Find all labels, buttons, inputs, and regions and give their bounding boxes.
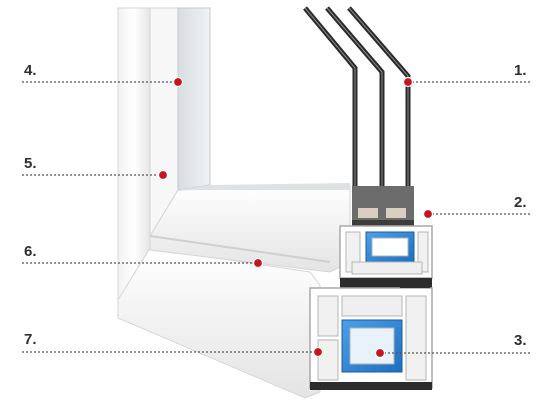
callout-label-2: 2.: [514, 194, 527, 211]
triple-glass-panes: [303, 6, 411, 205]
callout-label-7: 7.: [24, 331, 37, 348]
glass-spacer: [352, 186, 414, 226]
callout-label-5: 5.: [24, 155, 37, 172]
glazing: [177, 7, 350, 191]
marker-2: [422, 208, 434, 220]
marker-5: [157, 169, 169, 181]
callout-label-4: 4.: [24, 62, 37, 79]
marker-1: [402, 76, 414, 88]
marker-4: [172, 76, 184, 88]
marker-3: [374, 347, 386, 359]
callout-markers: [157, 76, 434, 359]
callout-label-1: 1.: [514, 62, 527, 79]
callout-label-3: 3.: [514, 332, 527, 349]
callout-label-6: 6.: [24, 243, 37, 260]
sash-frame: [149, 7, 351, 273]
profile-cross-section: [309, 225, 433, 390]
leader-lines: [22, 81, 532, 354]
marker-6: [252, 257, 264, 269]
marker-7: [312, 346, 324, 358]
